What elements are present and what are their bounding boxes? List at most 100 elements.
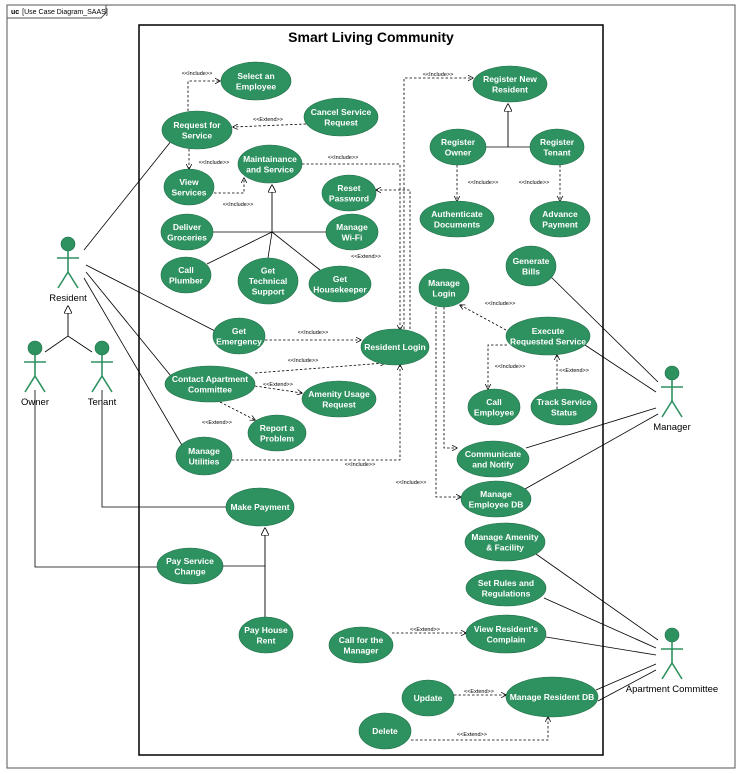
usecase-shape	[472, 65, 548, 103]
extend-cancel-request	[233, 123, 307, 127]
usecase-shape	[321, 174, 377, 212]
actor-committee: Apartment Committee	[626, 627, 718, 695]
usecase-label: Report a	[260, 423, 295, 433]
usecase-shape	[505, 676, 599, 718]
actor-label: Tenant	[88, 397, 117, 408]
usecase-label: Select an	[237, 71, 274, 81]
usecase-label: Call for the	[339, 635, 384, 645]
usecase-label: Employee	[236, 81, 276, 91]
assoc-committee-resident-db-2	[597, 669, 657, 702]
label-include-8: <<Include>>	[298, 330, 329, 336]
label-include-5: <<Include>>	[423, 72, 454, 78]
label-include-4: <<Include>>	[328, 155, 359, 161]
usecase-shape	[238, 616, 294, 654]
assoc-committee-view-complain	[545, 636, 657, 656]
label-include-2: <<Include>>	[199, 160, 230, 166]
actor-manager: Manager	[653, 365, 691, 433]
usecase-label: Manage Resident DB	[510, 692, 595, 702]
usecase-label: Payment	[542, 219, 578, 229]
usecase-label: View Resident's	[474, 624, 538, 634]
usecase-label: Change	[174, 566, 205, 576]
assoc-resident-get-emergency	[85, 264, 216, 332]
usecase-label: Manager	[344, 645, 380, 655]
usecase-shape	[401, 679, 455, 717]
usecase-label: Service	[182, 130, 213, 140]
extend-contact-amenity	[254, 385, 302, 393]
usecase-label: Contact Apartment	[172, 374, 248, 384]
actor-head	[664, 627, 680, 643]
usecase-label: Tenant	[543, 147, 570, 157]
usecase-delete: Delete	[358, 712, 412, 750]
usecase-shape	[160, 256, 212, 294]
assoc-tenant-make-payment	[101, 390, 226, 508]
usecase-shape	[465, 569, 547, 607]
label-include-10: <<Include>>	[345, 462, 376, 468]
usecase-label: Status	[551, 407, 577, 417]
actor-leg-right	[671, 400, 683, 418]
usecase-label: Authenticate	[431, 209, 483, 219]
usecase-shape	[467, 388, 521, 426]
usecase-label: Regulations	[482, 588, 531, 598]
usecase-label: Manage	[428, 278, 460, 288]
usecase-shape	[225, 487, 295, 527]
label-extend-8: <<Extend>>	[457, 732, 487, 738]
include-login-communicate	[443, 307, 457, 448]
usecase-make-payment: Make Payment	[225, 487, 295, 527]
usecase-shape	[308, 265, 372, 303]
usecase-label: Services	[172, 187, 207, 197]
label-include-6: <<Include>>	[468, 180, 499, 186]
actor-owner: Owner	[21, 340, 49, 408]
actor-leg-left	[91, 375, 103, 393]
actor-label: Manager	[653, 422, 691, 433]
label-include-12: <<Include>>	[495, 364, 526, 370]
usecase-label: Register	[540, 137, 575, 147]
assoc-manager-communicate	[525, 407, 657, 449]
gen-maint-housekeeper	[271, 231, 321, 271]
usecase-label: Employee	[474, 407, 514, 417]
usecase-label: Problem	[260, 433, 294, 443]
usecase-label: Make Payment	[230, 502, 289, 512]
usecase-label: Requested Service	[510, 336, 586, 346]
usecase-shape	[175, 436, 233, 476]
actor-tenant: Tenant	[88, 340, 117, 408]
usecase-label: Maintainance	[243, 154, 297, 164]
usecase-shape	[237, 257, 299, 305]
usecase-shape	[360, 328, 430, 366]
label-include-13: <<Include>>	[396, 480, 427, 486]
usecase-label: Amenity Usage	[308, 389, 370, 399]
usecase-label: Resident	[492, 84, 528, 94]
frame-tab	[7, 5, 107, 19]
usecase-label: View	[179, 177, 199, 187]
include-contact-login	[254, 363, 385, 374]
actor-label: Resident	[49, 293, 87, 304]
usecase-label: Register	[441, 137, 476, 147]
usecase-shape	[220, 61, 292, 101]
usecase-label: Employee DB	[469, 499, 524, 509]
usecase-manage-resident-db: Manage Resident DB	[505, 676, 599, 718]
usecase-label: Update	[414, 693, 443, 703]
label-extend-7: <<Extend>>	[464, 689, 494, 695]
usecase-label: Request for	[173, 120, 221, 130]
usecase-label: Get	[232, 326, 246, 336]
usecase-label: Manage	[336, 222, 368, 232]
usecase-shape	[418, 268, 470, 308]
usecase-shape	[160, 213, 214, 251]
usecase-label: Set Rules and	[478, 578, 534, 588]
actor-leg-right	[67, 271, 79, 289]
usecase-label: Manage	[188, 446, 220, 456]
assoc-committee-manage-amenity	[535, 553, 659, 641]
usecase-shape	[163, 168, 215, 206]
usecase-label: Password	[329, 193, 369, 203]
usecase-shape	[156, 547, 224, 585]
extend-delete-resident-db	[411, 717, 548, 741]
assoc-owner-pay-service	[34, 390, 157, 568]
usecase-label: Execute	[532, 326, 565, 336]
